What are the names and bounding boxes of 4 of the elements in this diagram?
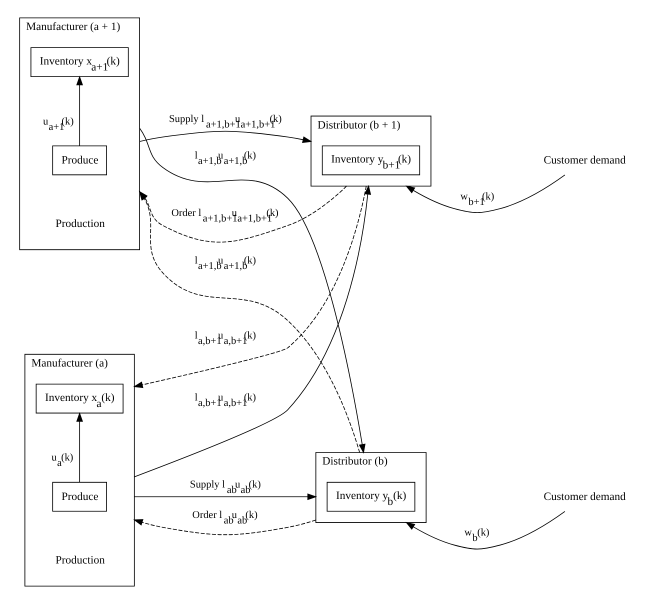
node-text: Customer demand (543, 490, 626, 503)
label: Production (54, 218, 104, 230)
node-text: Customer demand (543, 154, 626, 166)
label: Production (54, 554, 104, 566)
